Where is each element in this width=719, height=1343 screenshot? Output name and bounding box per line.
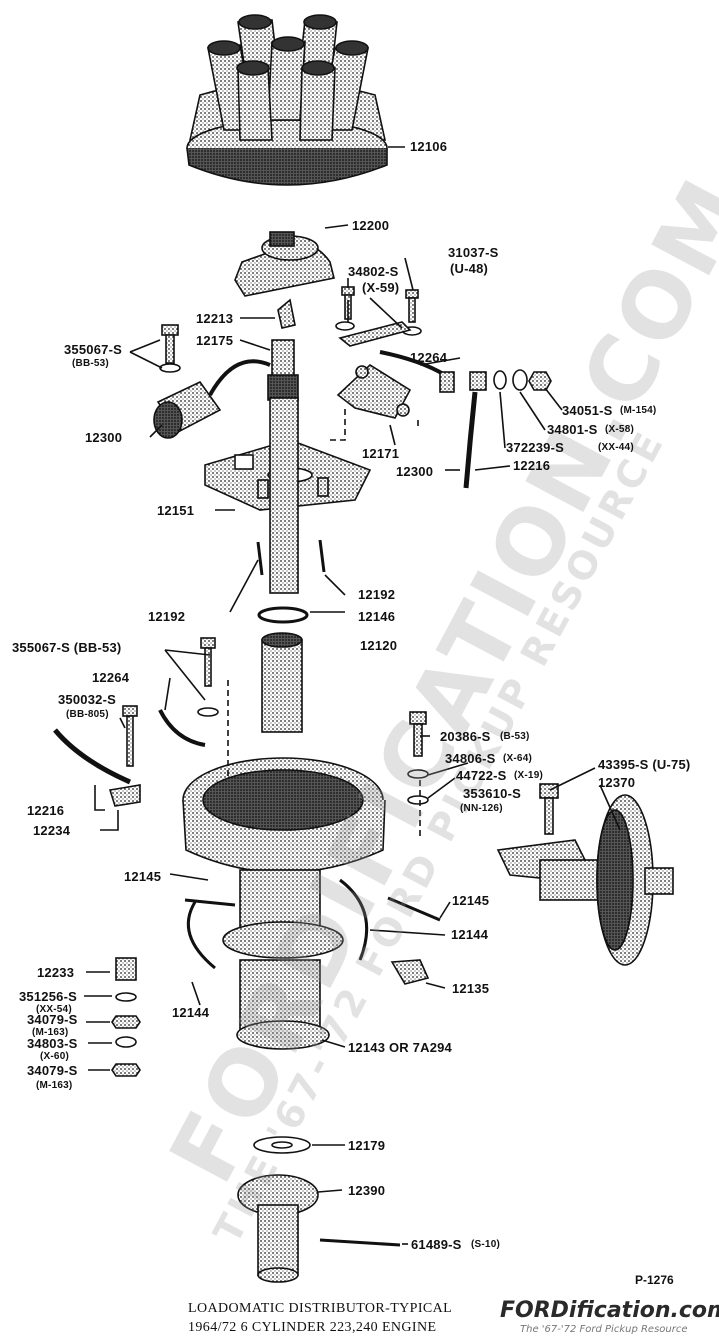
label-31037: 31037-S (448, 245, 499, 260)
label-12106: 12106 (410, 139, 448, 154)
label-34801-code: (X-58) (605, 424, 634, 435)
label-351256-code: (XX-54) (36, 1004, 72, 1015)
label-44722: 44722-S (456, 768, 507, 783)
drive-gear-12390 (237, 1174, 319, 1283)
label-12264-b: 12264 (92, 670, 130, 685)
brand-logo: FORDification.com (500, 1298, 719, 1323)
label-12300-a: 12300 (85, 430, 123, 445)
label-372239-code: (XX-44) (598, 442, 634, 453)
label-20386: 20386-S (440, 729, 491, 744)
label-12264-a: 12264 (410, 350, 448, 365)
label-12143: 12143 OR 7A294 (348, 1040, 452, 1055)
label-43395: 43395-S (U-75) (598, 757, 691, 772)
label-12216-b: 12216 (27, 803, 65, 818)
label-12192-a: 12192 (148, 609, 186, 624)
label-12151: 12151 (157, 503, 195, 518)
condenser-12300 (153, 359, 271, 439)
label-61489-code: (S-10) (471, 1239, 500, 1250)
label-34803-code: (X-60) (40, 1051, 69, 1062)
label-355067-a: 355067-S (64, 342, 122, 357)
label-44722-code: (X-19) (514, 770, 543, 781)
caption-line1: LOADOMATIC DISTRIBUTOR-TYPICAL (188, 1301, 453, 1316)
label-34806: 34806-S (445, 751, 496, 766)
brand-tagline: The '67-'72 Ford Pickup Resource (520, 1324, 688, 1335)
shaft-12175 (267, 339, 299, 594)
distributor-cap-12106 (186, 14, 388, 186)
label-34051-code: (M-154) (620, 405, 657, 416)
label-34079-b-code: (M-163) (36, 1080, 73, 1091)
label-12233: 12233 (37, 965, 75, 980)
label-31037-code: (U-48) (450, 261, 489, 276)
label-355067-b: 355067-S (BB-53) (12, 640, 122, 655)
label-12171: 12171 (362, 446, 400, 461)
label-12216-a: 12216 (513, 458, 551, 473)
label-12144-a: 12144 (451, 927, 489, 942)
label-353610-code: (NN-126) (460, 803, 503, 814)
label-12144-b: 12144 (172, 1005, 210, 1020)
breaker-points-12171 (336, 363, 412, 419)
screw-31037 (405, 289, 419, 323)
label-12135: 12135 (452, 981, 490, 996)
plate-number: P-1276 (635, 1273, 674, 1287)
caption-line2: 1964/72 6 CYLINDER 223,240 ENGINE (188, 1320, 437, 1335)
label-12234: 12234 (33, 823, 71, 838)
label-355067-a-code: (BB-53) (72, 358, 109, 369)
label-351256: 351256-S (19, 989, 77, 1004)
label-34802: 34802-S (348, 264, 399, 279)
label-34079-a-code: (M-163) (32, 1027, 69, 1038)
label-12175: 12175 (196, 333, 234, 348)
label-350032-code: (BB-805) (66, 709, 109, 720)
label-34803: 34803-S (27, 1036, 78, 1051)
label-12370: 12370 (598, 775, 636, 790)
distributor-body (182, 757, 386, 1050)
label-12200: 12200 (352, 218, 390, 233)
label-34079-a: 34079-S (27, 1012, 78, 1027)
label-12145-b: 12145 (452, 893, 490, 908)
label-34079-b: 34079-S (27, 1063, 78, 1078)
label-34802-code: (X-59) (362, 280, 400, 295)
label-34806-code: (X-64) (503, 753, 532, 764)
label-12120: 12120 (360, 638, 398, 653)
label-353610: 353610-S (463, 786, 521, 801)
label-61489: 61489-S (411, 1237, 462, 1252)
label-34801: 34801-S (547, 422, 598, 437)
label-372239: 372239-S (506, 440, 564, 455)
label-12179: 12179 (348, 1138, 386, 1153)
label-12390: 12390 (348, 1183, 386, 1198)
label-12300-b: 12300 (396, 464, 434, 479)
label-34051: 34051-S (562, 403, 613, 418)
label-350032: 350032-S (58, 692, 116, 707)
rotor-12200 (234, 231, 335, 297)
label-12145-a: 12145 (124, 869, 162, 884)
label-12146: 12146 (358, 609, 396, 624)
label-12192-b: 12192 (358, 587, 396, 602)
label-20386-code: (B-53) (500, 731, 530, 742)
vacuum-advance-12370 (496, 794, 674, 966)
label-12213: 12213 (196, 311, 234, 326)
